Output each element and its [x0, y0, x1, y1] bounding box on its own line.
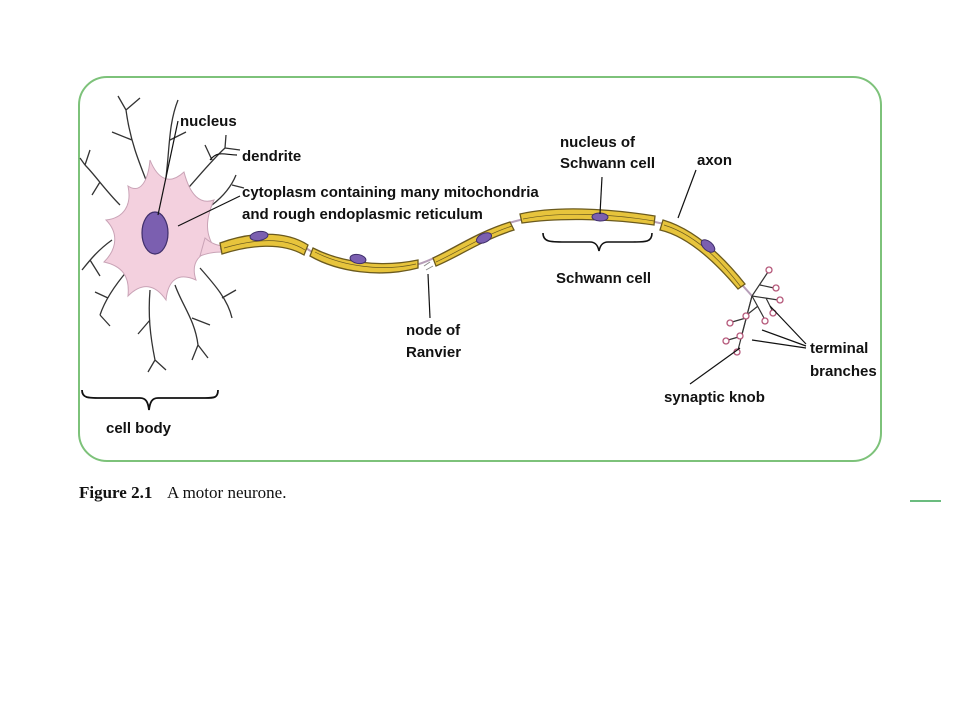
dendrite-label: dendrite — [242, 148, 301, 165]
terminal-branches-label-line2: branches — [810, 363, 877, 380]
schwann-nucleus-label-line1: nucleus of — [560, 134, 636, 151]
nucleus-label: nucleus — [180, 113, 237, 130]
node-of-ranvier-mark — [423, 261, 434, 271]
schwann-cell-brace — [542, 232, 653, 252]
axon-label: axon — [697, 152, 732, 169]
schwann-cell-label: Schwann cell — [556, 270, 651, 287]
figure-number: Figure 2.1 — [79, 483, 152, 502]
nucleus-shape — [141, 211, 169, 255]
cell-body-label: cell body — [106, 420, 172, 437]
figure-title: A motor neurone. — [167, 483, 286, 502]
cell-body-brace — [81, 389, 219, 411]
cytoplasm-label-line2: and rough endoplasmic reticulum — [242, 206, 483, 223]
schwann-nucleus-label-line2: Schwann cell — [560, 155, 655, 172]
node-of-ranvier-label-line1: node of — [406, 322, 461, 339]
node-of-ranvier-label-line2: Ranvier — [406, 344, 461, 361]
pointer-lines — [157, 120, 807, 385]
synaptic-knob-label: synaptic knob — [664, 389, 765, 406]
schwann-nuclei — [249, 212, 716, 265]
cytoplasm-label-line1: cytoplasm containing many mitochondria — [242, 184, 539, 201]
terminal-branches-label-line1: terminal — [810, 340, 868, 357]
diagram-panel — [78, 76, 882, 462]
